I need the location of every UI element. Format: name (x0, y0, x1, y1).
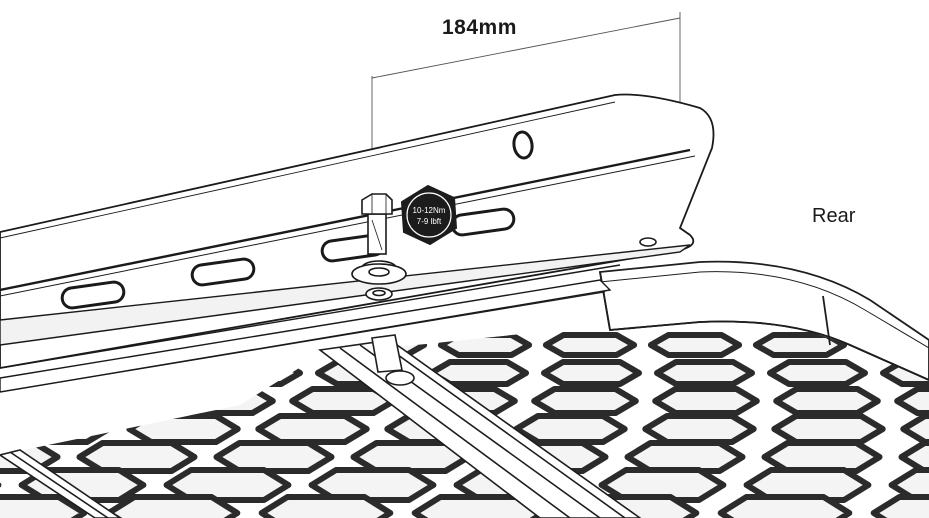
mesh-cell (624, 440, 746, 474)
mesh-cell (213, 440, 335, 474)
mesh-cell (752, 332, 848, 358)
mesh-cell (717, 494, 853, 518)
mesh-cell (258, 494, 394, 518)
mesh-cell (202, 359, 303, 387)
mesh-cell (898, 440, 929, 474)
mesh-cell (900, 413, 929, 445)
mesh-cell (531, 386, 639, 416)
mesh-cell (652, 386, 760, 416)
mounting-bracket (0, 93, 715, 393)
mesh-cell (168, 386, 276, 416)
torque-spec-nm: 10-12Nm (413, 206, 446, 215)
mesh-cell (654, 359, 755, 387)
mesh-cell (105, 494, 241, 518)
mesh-cell (0, 386, 34, 416)
mesh-cell (771, 413, 886, 445)
mesh-cell (126, 413, 241, 445)
rack-rail-left (0, 449, 122, 518)
dimension-label: 184mm (442, 16, 517, 39)
mesh-cell (0, 413, 112, 445)
mesh-cell (647, 332, 743, 358)
mesh-cell (761, 440, 883, 474)
mesh-cell (541, 359, 642, 387)
rack-cross-bars (317, 334, 642, 518)
mesh-cell (542, 332, 638, 358)
mesh-cell (767, 359, 868, 387)
rear-direction-label: Rear (812, 205, 856, 227)
mesh-cell (642, 413, 757, 445)
torque-spec-lbft: 7-9 lbft (417, 217, 442, 226)
torque-nut-icon: 10-12Nm 7-9 lbft (400, 184, 458, 246)
mesh-cell (47, 386, 155, 416)
bolt-assembly (351, 193, 407, 301)
mesh-cell (870, 494, 929, 518)
bracket-slots (60, 130, 657, 310)
mesh-cell (76, 440, 198, 474)
rack-frame-tube (598, 260, 929, 381)
mesh-cell (0, 494, 88, 518)
mesh-cell (894, 386, 929, 416)
mesh-cell (513, 413, 628, 445)
mesh-cell (255, 413, 370, 445)
mesh-cell (773, 386, 881, 416)
mesh-cell (437, 332, 533, 358)
